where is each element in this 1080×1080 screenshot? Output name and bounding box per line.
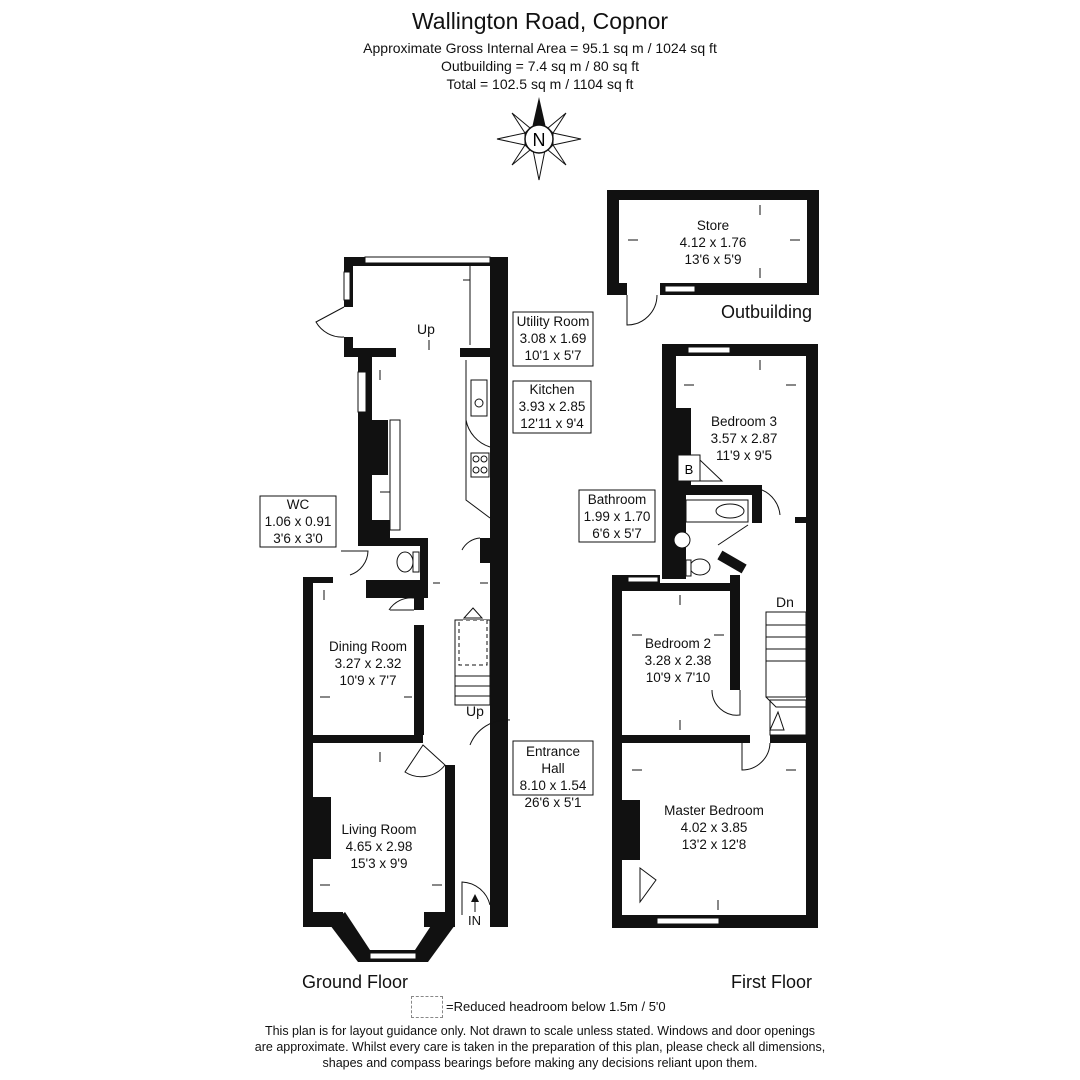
boiler-marker: B <box>685 462 694 477</box>
bedroom-3-label: Bedroom 3 3.57 x 2.87 11'9 x 9'5 <box>692 413 796 464</box>
store-label: Store 4.12 x 1.76 13'6 x 5'9 <box>619 217 807 268</box>
entrance-hall-label: Entrance Hall 8.10 x 1.54 26'6 x 5'1 <box>513 743 593 811</box>
wc-name: WC <box>286 497 310 512</box>
ground-floor-plan <box>303 256 511 962</box>
total-area: Total = 102.5 sq m / 1104 sq ft <box>446 76 634 92</box>
dining-room-name: Dining Room <box>328 639 408 654</box>
disclaimer-line-1: This plan is for layout guidance only. N… <box>264 1024 816 1038</box>
bedroom-3-metric: 3.57 x 2.87 <box>710 431 778 446</box>
master-bedroom-metric: 4.02 x 3.85 <box>680 820 748 835</box>
wc-imperial: 3'6 x 3'0 <box>273 531 323 546</box>
utility-room-name: Utility Room <box>516 314 590 329</box>
kitchen-name: Kitchen <box>529 382 575 397</box>
dining-room-imperial: 10'9 x 7'7 <box>339 673 397 688</box>
living-room-label: Living Room 4.65 x 2.98 15'3 x 9'9 <box>313 821 445 872</box>
ground-floor-label: Ground Floor <box>302 972 409 992</box>
store-name: Store <box>696 218 730 233</box>
entrance-hall-metric: 8.10 x 1.54 <box>519 778 587 793</box>
compass-letter: N <box>533 130 546 150</box>
utility-room-imperial: 10'1 x 5'7 <box>524 348 582 363</box>
master-bedroom-imperial: 13'2 x 12'8 <box>681 837 747 852</box>
bathroom-label: Bathroom 1.99 x 1.70 6'6 x 5'7 <box>579 491 655 542</box>
first-floor-label: First Floor <box>731 972 812 992</box>
reduced-headroom-legend: =Reduced headroom below 1.5m / 5'0 <box>446 999 666 1014</box>
bedroom-2-metric: 3.28 x 2.38 <box>644 653 712 668</box>
plan-title: Wallington Road, Copnor <box>411 8 669 34</box>
kitchen-metric: 3.93 x 2.85 <box>518 399 586 414</box>
bathroom-imperial: 6'6 x 5'7 <box>592 526 642 541</box>
utility-room-metric: 3.08 x 1.69 <box>519 331 587 346</box>
bathroom-metric: 1.99 x 1.70 <box>583 509 651 524</box>
entrance-hall-imperial: 26'6 x 5'1 <box>524 795 582 810</box>
entrance-hall-name: Entrance Hall <box>525 744 581 776</box>
bedroom-2-label: Bedroom 2 3.28 x 2.38 10'9 x 7'10 <box>622 635 734 686</box>
outbuilding-label: Outbuilding <box>721 302 813 322</box>
master-bedroom-name: Master Bedroom <box>664 803 764 818</box>
disclaimer-line-3: shapes and compass bearings before makin… <box>322 1056 758 1070</box>
outbuilding-plan <box>607 190 819 326</box>
bedroom-2-imperial: 10'9 x 7'10 <box>645 670 711 685</box>
store-metric: 4.12 x 1.76 <box>679 235 747 250</box>
outbuilding-area: Outbuilding = 7.4 sq m / 80 sq ft <box>440 58 640 74</box>
store-imperial: 13'6 x 5'9 <box>684 252 742 267</box>
up-marker-utility: Up <box>417 321 435 337</box>
master-bedroom-label: Master Bedroom 4.02 x 3.85 13'2 x 12'8 <box>622 802 806 853</box>
wc-label: WC 1.06 x 0.91 3'6 x 3'0 <box>260 496 336 547</box>
gross-area: Approximate Gross Internal Area = 95.1 s… <box>363 40 717 56</box>
dining-room-label: Dining Room 3.27 x 2.32 10'9 x 7'7 <box>313 638 423 689</box>
entrance-marker: IN <box>468 913 481 928</box>
bedroom-2-name: Bedroom 2 <box>644 636 712 651</box>
down-marker-stairs: Dn <box>776 594 794 610</box>
first-floor-plan: B <box>612 205 818 928</box>
living-room-metric: 4.65 x 2.98 <box>345 839 413 854</box>
dining-room-metric: 3.27 x 2.32 <box>334 656 402 671</box>
kitchen-imperial: 12'11 x 9'4 <box>520 416 584 431</box>
disclaimer: This plan is for layout guidance only. N… <box>0 1023 1080 1071</box>
disclaimer-line-2: are approximate. Whilst every care is ta… <box>254 1040 826 1054</box>
bathroom-name: Bathroom <box>587 492 647 507</box>
reduced-headroom-swatch <box>411 996 443 1018</box>
kitchen-label: Kitchen 3.93 x 2.85 12'11 x 9'4 <box>513 381 591 432</box>
bedroom-3-name: Bedroom 3 <box>710 414 778 429</box>
up-marker-stairs: Up <box>466 703 484 719</box>
living-room-imperial: 15'3 x 9'9 <box>350 856 408 871</box>
wc-metric: 1.06 x 0.91 <box>264 514 332 529</box>
utility-room-label: Utility Room 3.08 x 1.69 10'1 x 5'7 <box>513 313 593 364</box>
living-room-name: Living Room <box>341 822 417 837</box>
compass-north-icon: N <box>496 97 582 181</box>
bedroom-3-imperial: 11'9 x 9'5 <box>716 448 772 463</box>
